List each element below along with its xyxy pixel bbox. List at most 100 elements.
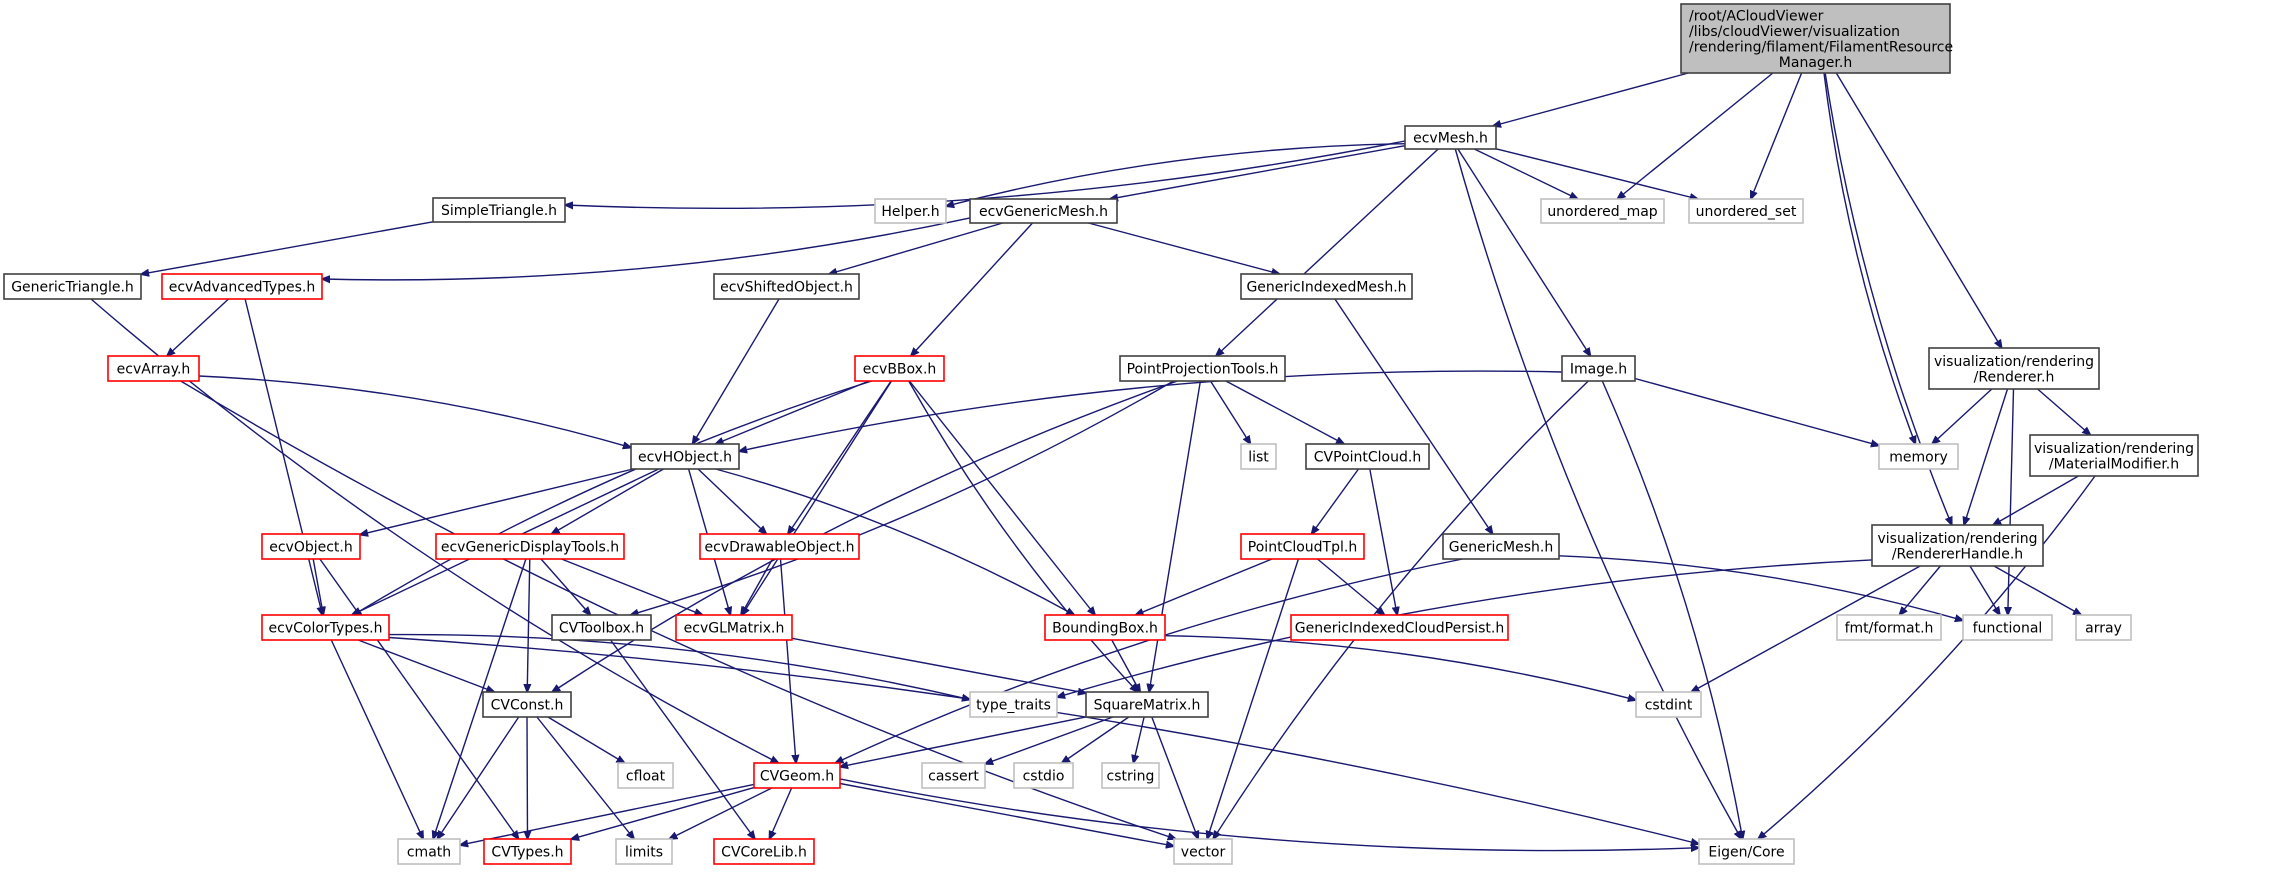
edge-ecv-object-to-cvtypes: [319, 558, 519, 839]
node-box: [1442, 533, 1560, 560]
node-cvpoint-cloud[interactable]: CVPointCloud.h: [1305, 443, 1430, 470]
node-square-matrix[interactable]: SquareMatrix.h: [1085, 691, 1209, 718]
node-box: [1680, 3, 1951, 74]
edge-root-to-renderer: [1835, 72, 2001, 348]
node-label: ecvShiftedObject.h: [720, 280, 853, 296]
node-renderer[interactable]: visualization/rendering/Renderer.h: [1928, 347, 2100, 390]
edge-renderer-handle-to-array: [1993, 565, 2081, 615]
node-box: [615, 838, 673, 865]
node-ecv-glmatrix[interactable]: ecvGLMatrix.h: [675, 614, 793, 641]
node-box: [1305, 443, 1430, 470]
edge-point-cloud-tpl-to-generic-indexed-cloud-persist: [1317, 558, 1385, 615]
node-ecv-generic-display-tools[interactable]: ecvGenericDisplayTools.h: [435, 533, 625, 560]
edge-renderer-handle-to-functional: [1969, 565, 2000, 615]
edge-renderer-to-material-modifier: [2037, 388, 2091, 435]
node-ecv-generic-mesh[interactable]: ecvGenericMesh.h: [969, 198, 1118, 224]
edge-renderer-to-memory: [1932, 388, 1993, 444]
node-box: [483, 838, 572, 865]
edge-bounding-box-to-square-matrix: [1111, 639, 1140, 692]
edge-ecv-advanced-types-to-ecv-array: [167, 298, 229, 356]
edge-ecv-drawable-object-to-cvgeom: [779, 558, 797, 763]
node-simple-triangle[interactable]: SimpleTriangle.h: [432, 197, 566, 223]
node-box: [397, 838, 461, 865]
edge-cvtoolbox-to-cvcore-lib: [610, 639, 755, 839]
node-ecv-bbox[interactable]: ecvBBox.h: [854, 355, 945, 382]
node-cvtypes[interactable]: CVTypes.h: [483, 838, 572, 865]
edge-point-projection-tools-to-list: [1209, 380, 1251, 444]
node-box: [107, 355, 200, 382]
edge-ecv-generic-display-tools-to-cvconst: [527, 558, 530, 692]
node-label: GenericIndexedCloudPersist.h: [1295, 621, 1505, 637]
edge-ecv-generic-display-tools-to-cmath: [433, 558, 527, 839]
node-label: Eigen/Core: [1708, 845, 1784, 861]
node-label: PointCloudTpl.h: [1248, 540, 1357, 556]
node-box: [1698, 838, 1795, 865]
edge-ecv-glmatrix-to-square-matrix: [791, 637, 1086, 693]
node-label: /RendererHandle.h: [1892, 546, 2023, 562]
node-generic-mesh[interactable]: GenericMesh.h: [1442, 533, 1560, 560]
node-image[interactable]: Image.h: [1561, 355, 1636, 382]
node-box: [1962, 614, 2053, 641]
node-ecv-color-types[interactable]: ecvColorTypes.h: [261, 614, 390, 641]
node-label: cassert: [928, 769, 979, 785]
node-label: visualization/rendering: [1934, 354, 2094, 370]
node-box: [2075, 614, 2132, 641]
node-array: array: [2075, 614, 2132, 641]
node-label: functional: [1973, 621, 2043, 637]
node-cstdio: cstdio: [1013, 762, 1074, 789]
node-type-traits: type_traits: [969, 691, 1058, 718]
node-ecv-advanced-types[interactable]: ecvAdvancedTypes.h: [161, 273, 323, 300]
node-label: ecvAdvancedTypes.h: [169, 280, 316, 296]
edge-image-to-vector: [1213, 380, 1589, 839]
node-label: cfloat: [626, 769, 666, 785]
node-box: [2029, 434, 2199, 477]
node-cvcore-lib[interactable]: CVCoreLib.h: [713, 838, 815, 865]
node-ecv-drawable-object[interactable]: ecvDrawableObject.h: [699, 533, 860, 560]
node-ecv-hobject[interactable]: ecvHObject.h: [630, 443, 740, 470]
edge-root-to-memory: [1823, 72, 1915, 444]
edge-root-to-ecv-mesh: [1493, 72, 1689, 126]
edge-ecv-color-types-to-type-traits: [388, 633, 970, 700]
edge-bounding-box-to-cstdint: [1164, 635, 1636, 700]
node-fmt-format: fmt/format.h: [1836, 614, 1942, 641]
edge-cvgeom-to-eigen-core: [839, 778, 1699, 851]
node-label: unordered_map: [1547, 204, 1657, 220]
edge-cvgeom-to-vector: [839, 782, 1174, 847]
node-generic-indexed-cloud-persist[interactable]: GenericIndexedCloudPersist.h: [1290, 614, 1509, 641]
node-label: cstdint: [1645, 698, 1693, 714]
edge-ecv-generic-display-tools-to-ecv-glmatrix: [561, 558, 703, 615]
node-label: list: [1248, 450, 1269, 466]
node-label: array: [2085, 621, 2122, 637]
node-cvgeom[interactable]: CVGeom.h: [753, 762, 841, 789]
node-box: [482, 691, 572, 718]
node-box: [675, 614, 793, 641]
node-ecv-shifted-object[interactable]: ecvShiftedObject.h: [713, 273, 860, 300]
edge-point-cloud-tpl-to-vector: [1207, 558, 1300, 839]
node-cvconst[interactable]: CVConst.h: [482, 691, 572, 718]
node-box: [435, 533, 625, 560]
node-label: CVConst.h: [491, 698, 564, 714]
node-renderer-handle[interactable]: visualization/rendering/RendererHandle.h: [1871, 524, 2044, 567]
edge-point-projection-tools-to-cvtoolbox: [631, 380, 1174, 615]
node-generic-indexed-mesh[interactable]: GenericIndexedMesh.h: [1240, 273, 1413, 300]
node-point-projection-tools[interactable]: PointProjectionTools.h: [1119, 355, 1286, 382]
node-ecv-mesh[interactable]: ecvMesh.h: [1404, 125, 1497, 150]
node-label: SimpleTriangle.h: [441, 203, 557, 219]
node-box: [1688, 198, 1804, 224]
node-ecv-object[interactable]: ecvObject.h: [261, 533, 361, 560]
node-box: [1878, 443, 1959, 470]
edge-cvgeom-to-cvtypes: [571, 786, 755, 840]
node-generic-triangle[interactable]: GenericTriangle.h: [3, 273, 142, 300]
node-label: cmath: [407, 845, 451, 861]
edge-ecv-hobject-to-ecv-generic-display-tools: [552, 468, 664, 534]
node-material-modifier[interactable]: visualization/rendering/MaterialModifier…: [2029, 434, 2199, 477]
node-cvtoolbox[interactable]: CVToolbox.h: [551, 614, 652, 641]
node-ecv-array[interactable]: ecvArray.h: [107, 355, 200, 382]
node-root[interactable]: /root/ACloudViewer/libs/cloudViewer/visu…: [1680, 3, 1953, 74]
edge-ecv-mesh-to-simple-triangle: [565, 140, 1406, 208]
node-bounding-box[interactable]: BoundingBox.h: [1044, 614, 1166, 641]
node-label: memory: [1889, 450, 1948, 466]
node-point-cloud-tpl[interactable]: PointCloudTpl.h: [1240, 533, 1365, 560]
node-box: [261, 614, 390, 641]
edge-point-cloud-tpl-to-bounding-box: [1136, 558, 1273, 615]
